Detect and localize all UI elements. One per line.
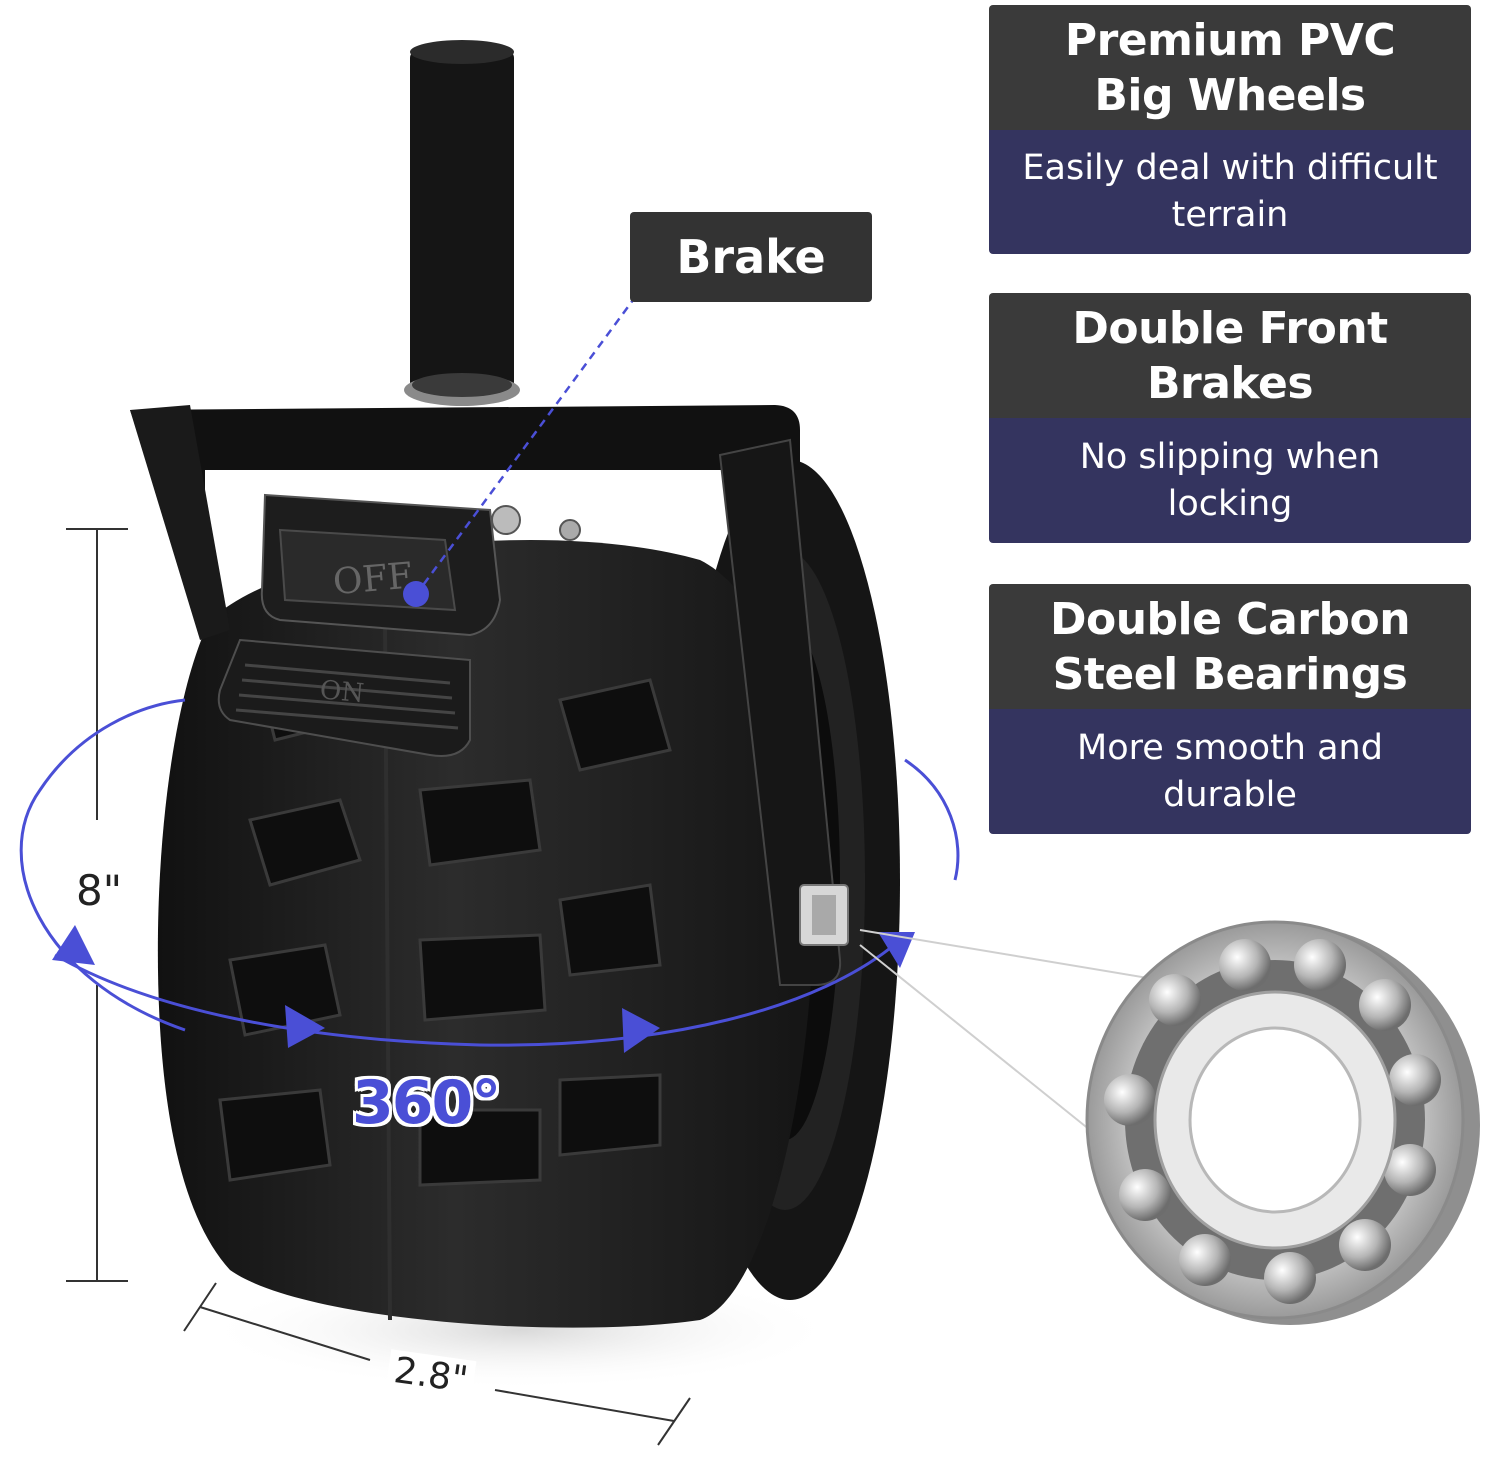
brake-pointer-dot — [403, 581, 429, 607]
feature-description-text: Easily deal with difficult terrain — [1022, 148, 1438, 235]
rotation-label: 360° — [352, 1068, 501, 1138]
rotation-ellipse-front — [54, 938, 901, 1047]
tire-tread — [218, 658, 672, 1187]
brake-pointer-line — [416, 295, 638, 593]
pedal-on-text: ON — [319, 675, 366, 709]
rotation-arrow-2 — [285, 1005, 325, 1048]
feature-title-text: Double Front Brakes — [1072, 302, 1388, 409]
rotation-arrow-1 — [52, 925, 95, 965]
caster-stem — [410, 50, 514, 390]
feature-description: More smooth and durable — [989, 709, 1471, 834]
width-dimension — [183, 1282, 691, 1446]
feature-description: Easily deal with difficult terrain — [989, 130, 1471, 254]
feature-title: Premium PVC Big Wheels — [989, 5, 1471, 130]
rotation-arrow-4 — [878, 932, 915, 968]
feature-description-text: No slipping when locking — [1079, 436, 1381, 524]
feature-title: Double Carbon Steel Bearings — [989, 584, 1471, 709]
height-dimension — [66, 528, 128, 1282]
brake-callout-text: Brake — [676, 230, 826, 284]
brake-pedal — [217, 493, 581, 757]
feature-title: Double Front Brakes — [989, 293, 1471, 418]
feature-title-text: Premium PVC Big Wheels — [1064, 14, 1396, 121]
bearing-balls — [1104, 939, 1441, 1304]
rotation-ellipse-back — [19, 698, 186, 1032]
height-label: 8" — [74, 866, 125, 915]
feature-description-text: More smooth and durable — [1077, 727, 1383, 815]
pedal-off-text: OFF — [331, 556, 414, 604]
ball-bearing — [1085, 920, 1480, 1325]
feature-description: No slipping when locking — [989, 418, 1471, 543]
rotation-arrow-3 — [622, 1008, 660, 1053]
feature-title-text: Double Carbon Steel Bearings — [1049, 593, 1411, 700]
caster-fork — [130, 405, 800, 630]
brake-callout: Brake — [630, 212, 872, 302]
